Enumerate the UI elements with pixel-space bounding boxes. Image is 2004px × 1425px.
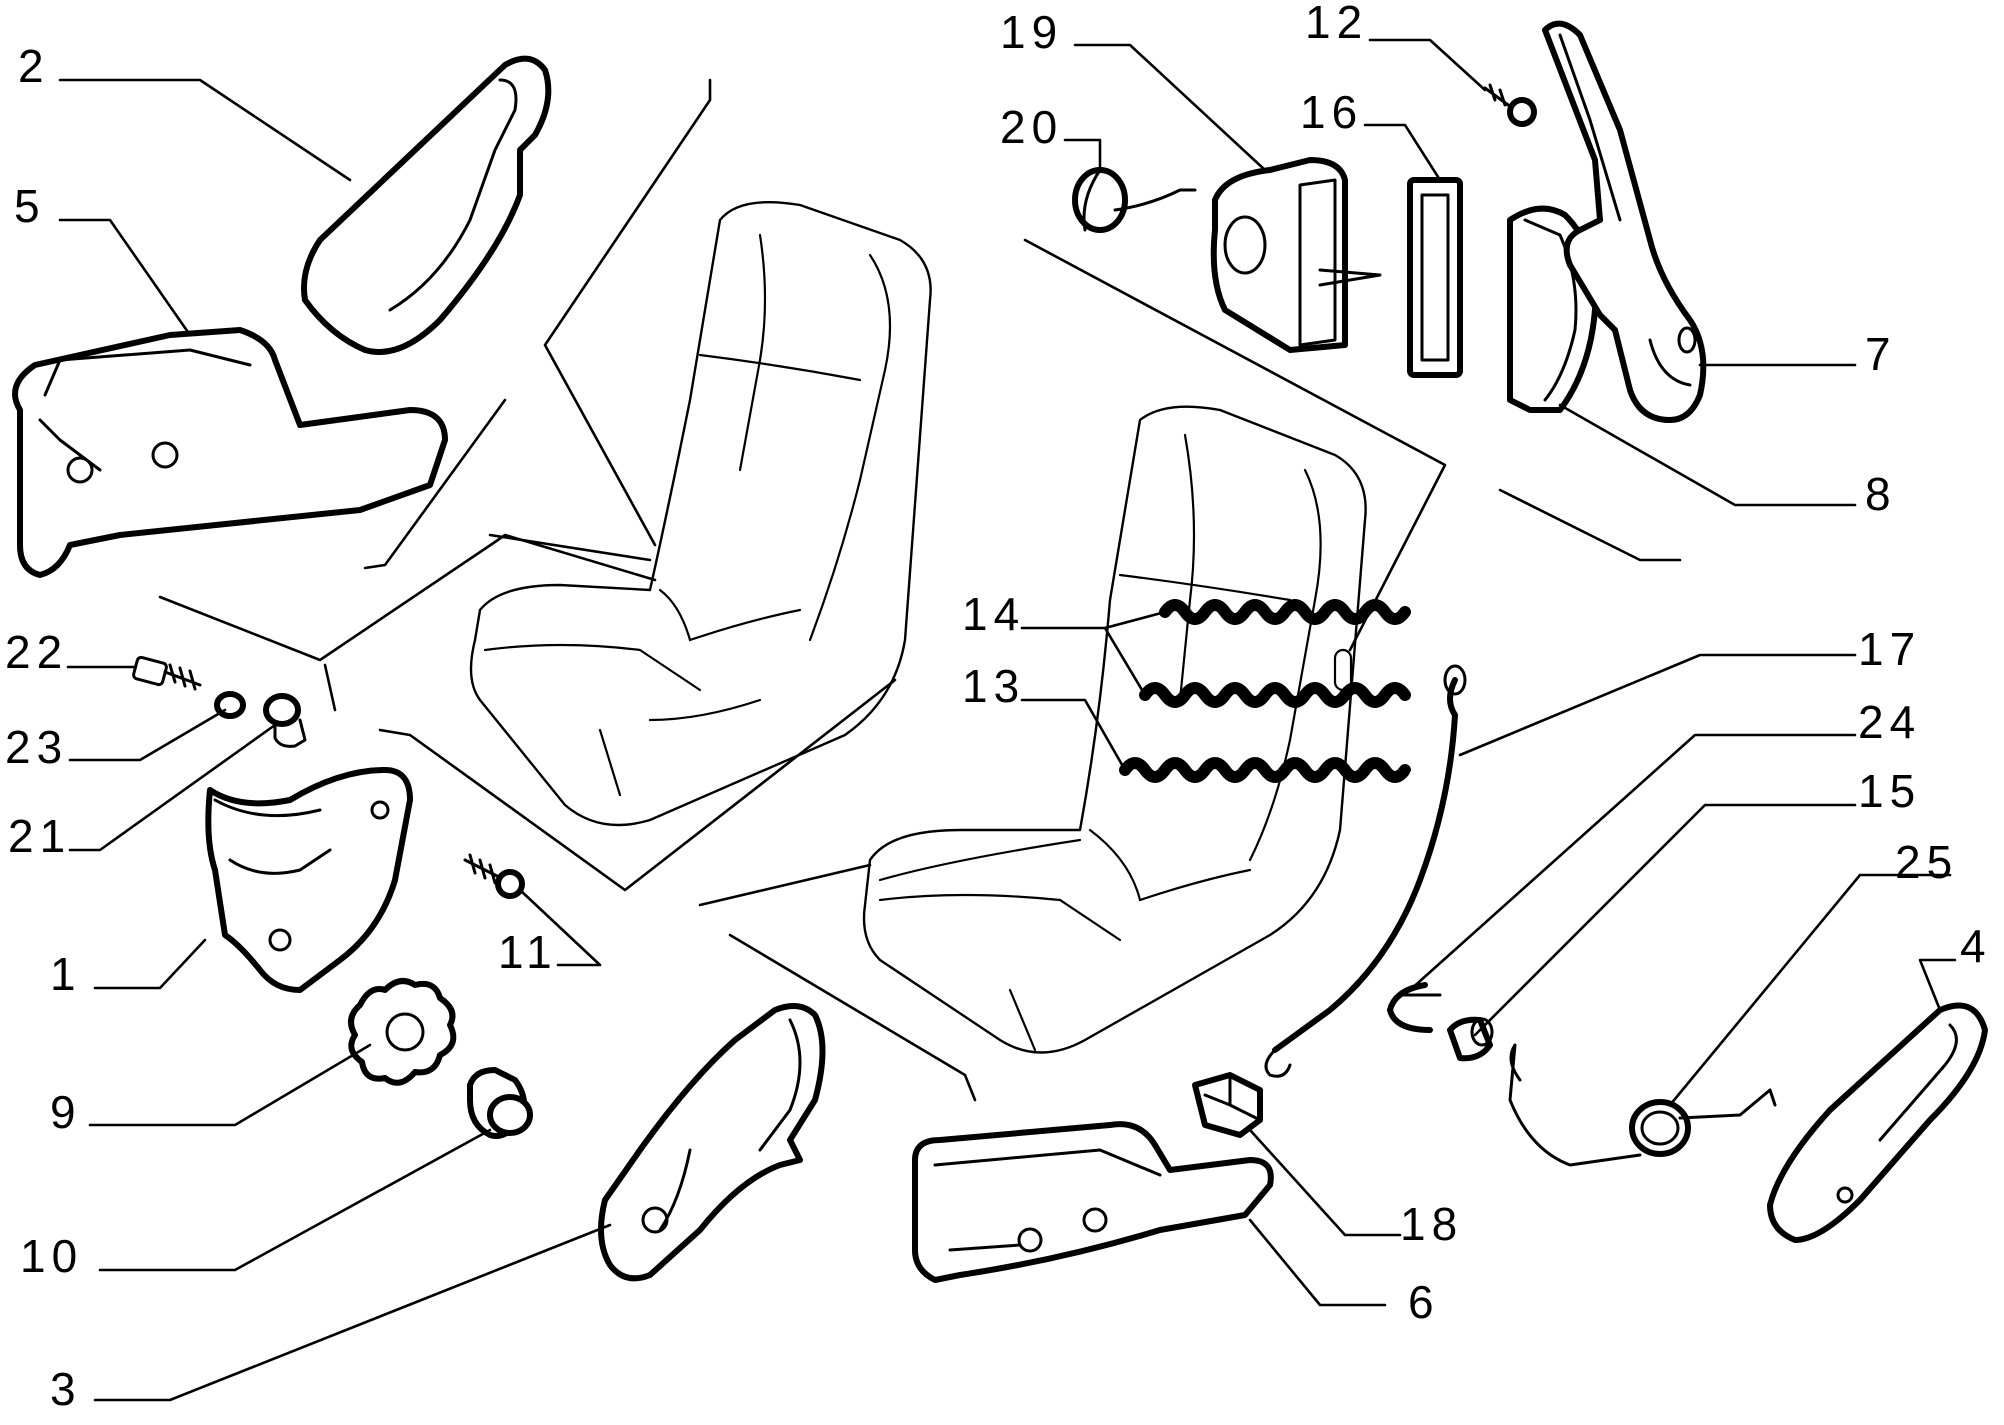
part-25-torsion-spring [1508,1043,1777,1167]
seat-spring-top [1159,599,1411,625]
callout-labels: 2 5 22 23 21 1 11 9 10 3 19 20 16 12 7 8… [5,0,1992,1415]
callout-9: 9 [50,1086,82,1138]
leader-16 [1363,123,1442,182]
part-1-bracket [205,767,413,993]
leader-8 [1558,403,1857,507]
callout-2: 2 [18,40,50,92]
part-12-screw [1483,83,1537,127]
leader-2 [58,78,352,182]
leader-25 [1668,873,1952,1107]
part-3-lower-cover [598,1003,826,1282]
leader-13 [1020,698,1127,772]
part-16-gasket [1407,177,1463,378]
callout-24: 24 [1858,696,1921,748]
exploded-view-guide-lines [158,78,1682,1102]
callout-4: 4 [1960,920,1992,972]
callout-10: 10 [20,1230,83,1282]
leader-9 [88,1043,372,1127]
callout-leaders [58,38,1957,1402]
callout-23: 23 [5,721,68,773]
part-17-cable [1264,664,1467,1078]
part-4-cover [1767,1002,1988,1243]
callout-12: 12 [1305,0,1368,48]
leader-5 [58,218,192,337]
leader-21 [68,723,277,852]
callout-16: 16 [1300,86,1363,138]
seat-assembly-left [469,200,932,827]
callout-20: 20 [1000,101,1063,153]
leader-10 [98,1128,492,1272]
seat-assembly-right [862,405,1411,1054]
leader-24 [1408,733,1857,992]
leader-4 [1918,958,1957,1012]
leader-17 [1458,653,1857,757]
seat-spring-middle [1139,682,1411,708]
callout-5: 5 [14,180,46,232]
leader-3 [93,1223,612,1402]
part-9-knob [348,978,457,1086]
callout-15: 15 [1858,765,1921,817]
part-5-side-panel [12,327,448,578]
callout-3: 3 [50,1363,82,1415]
leader-6 [1248,1218,1387,1307]
part-24-ring-clip [1387,982,1442,1033]
leader-19 [1073,43,1267,172]
leader-14b [1103,626,1147,697]
part-21-bushing [263,693,307,748]
leader-12 [1368,38,1487,92]
part-11-screw [463,853,525,899]
callout-14: 14 [962,588,1025,640]
leader-1 [93,938,207,990]
callout-19: 19 [1000,6,1063,58]
part-22-bolt [132,655,202,691]
callout-7: 7 [1865,328,1897,380]
leader-18 [1248,1128,1402,1237]
callout-25: 25 [1895,836,1958,888]
leader-15 [1473,803,1857,1037]
callout-1: 1 [50,948,82,1000]
part-6-side-panel [912,1121,1274,1283]
part-20-strap [1072,167,1197,233]
leader-20 [1063,138,1102,172]
callout-18: 18 [1400,1198,1463,1250]
seat-spring-bottom [1119,757,1411,783]
callout-6: 6 [1408,1276,1440,1328]
leader-23 [68,708,227,762]
callout-21: 21 [8,810,71,862]
callout-13: 13 [962,660,1025,712]
part-7-lever [1542,20,1707,423]
callout-22: 22 [5,626,68,678]
part-2-cover [301,55,552,355]
leader-11 [518,888,602,967]
part-10-cap [467,1067,533,1139]
callout-17: 17 [1858,623,1921,675]
callout-11: 11 [498,926,558,978]
callout-8: 8 [1865,468,1897,520]
part-18-clip [1192,1072,1263,1138]
part-19-handle-housing [1210,157,1382,353]
